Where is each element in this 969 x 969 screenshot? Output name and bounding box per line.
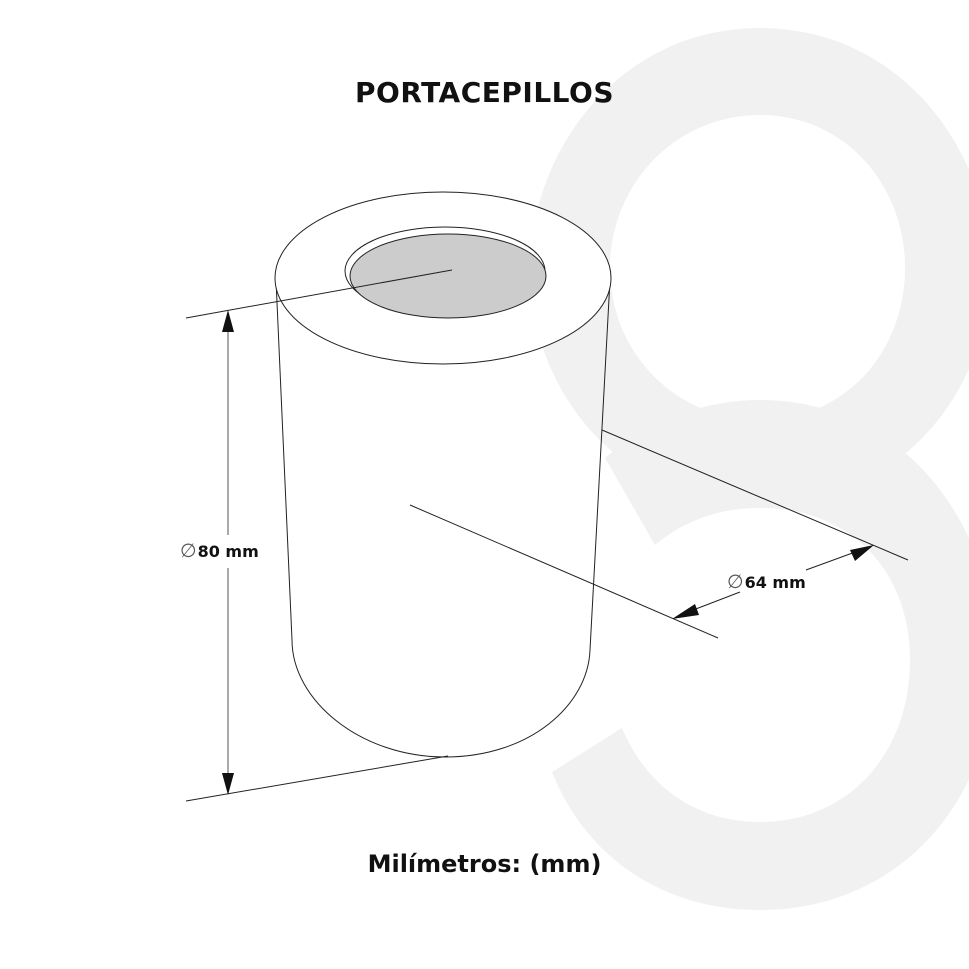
cylinder: [274, 191, 612, 758]
page-title: PORTACEPILLOS: [355, 76, 614, 109]
diameter-symbol-icon: ∅: [180, 540, 197, 562]
height-value: 80 mm: [197, 541, 259, 561]
units-caption: Milímetros: (mm): [367, 850, 602, 878]
diameter-dimension-label: ∅ 64 mm: [727, 571, 806, 593]
diameter-value: 64 mm: [744, 572, 806, 592]
height-dimension: [185, 269, 453, 802]
height-dimension-label: ∅ 80 mm: [180, 540, 259, 562]
diameter-symbol-icon: ∅: [727, 571, 744, 593]
watermark-logo: [530, 28, 969, 910]
diameter-dimension: [409, 429, 909, 639]
cavity-floor: [349, 233, 547, 319]
